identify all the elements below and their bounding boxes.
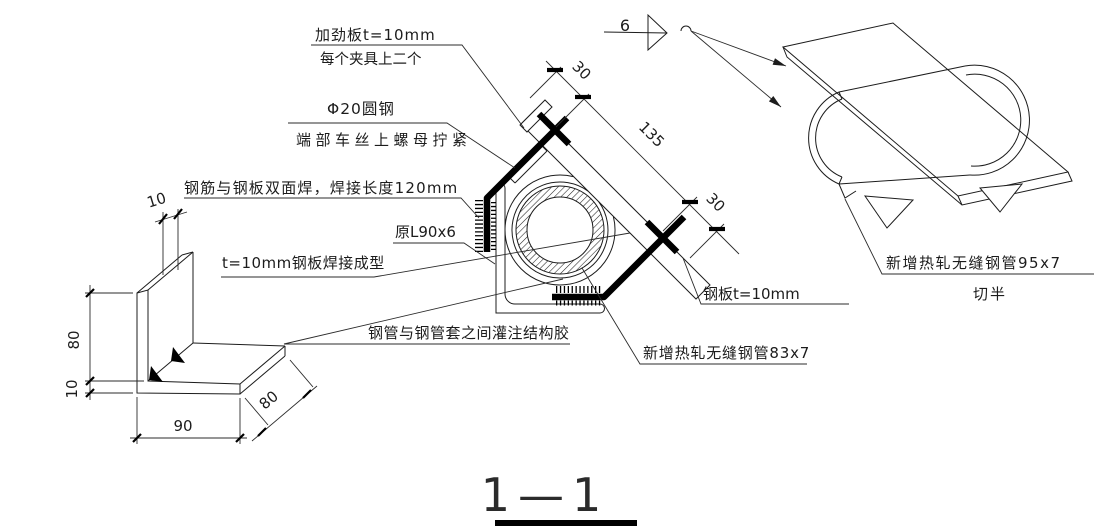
weld-leader-arc (680, 25, 692, 32)
dim-135: 135 (635, 118, 668, 151)
angle-depth-edges (136, 251, 286, 395)
callout-plate-text: 钢板t=10mm (703, 285, 800, 303)
weld-arrowhead-2 (768, 96, 781, 107)
callout-original-angle-text: 原L90x6 (395, 223, 456, 241)
section-title-text: 1—1 (481, 468, 610, 522)
callout-pipe83-text: 新增热轧无缝钢管83x7 (643, 344, 810, 362)
callout-plate: 钢板t=10mm (682, 257, 849, 305)
assembly-plate (781, 22, 1070, 197)
callout-plate-leader (682, 257, 849, 305)
sleeve-end-tab (509, 145, 548, 184)
half-pipe-near-inner-arc (815, 98, 843, 178)
half-pipe-corner-tab (838, 183, 857, 199)
dim-chain-line (545, 60, 740, 255)
callout-rebar-weld: 钢筋与钢板双面焊，焊接长度120mm (184, 179, 480, 219)
stiffener-plate-section (519, 99, 553, 133)
callout-round-bar: Φ20圆钢 端部车丝上螺母拧紧 (288, 100, 516, 169)
angle-isometric-view: 10 80 10 90 (63, 189, 318, 444)
weld-leader-2 (690, 30, 782, 108)
weld-arrowhead-1 (772, 58, 786, 66)
half-pipe-bottom-silhouette (838, 174, 971, 185)
callout-formed-plate-text: t=10mm钢板焊接成型 (222, 254, 385, 272)
dim-10-top: 10 (145, 189, 169, 212)
weld-fillet-back (171, 347, 185, 363)
weld-leader-1 (690, 30, 787, 67)
callout-pipe95-line2: 切半 (973, 285, 1007, 303)
callout-round-bar-leader (288, 122, 516, 169)
callout-adhesive-text: 钢管与钢管套之间灌注结构胶 (368, 324, 570, 342)
callout-adhesive: 钢管与钢管套之间灌注结构胶 (283, 278, 570, 345)
angle-dim-width: 90 (130, 397, 247, 444)
half-pipe-far-inner-arc (965, 73, 1022, 167)
callout-pipe95-leader (844, 198, 1094, 275)
half-pipe-near-outer-arc (808, 91, 840, 185)
half-pipe-saddle (808, 64, 1030, 199)
callout-pipe83: 新增热轧无缝钢管83x7 (581, 267, 810, 365)
fillet-weld-triangle-icon (647, 13, 668, 52)
callout-original-angle-leader (393, 242, 496, 265)
weld-size-text: 6 (620, 16, 630, 35)
angle-dim-top-thickness: 10 (145, 189, 188, 275)
round-bar-lower (552, 214, 687, 301)
dim-10-bottom: 10 (63, 379, 81, 398)
half-pipe-top-silhouette (838, 65, 966, 93)
sleeve-outer-arc (504, 174, 616, 286)
half-pipe-far-outer-arc (964, 64, 1030, 176)
callout-original-angle: 原L90x6 (393, 223, 496, 265)
callout-formed-plate-leader (221, 232, 631, 278)
weld-fillet-front (149, 366, 163, 382)
dim-30-bottom: 30 (702, 189, 728, 215)
dim-80-depth: 80 (256, 387, 282, 413)
round-bar-upper (483, 115, 570, 252)
weld-symbol-line (603, 31, 668, 34)
pipe-inner-circle (526, 196, 594, 264)
callout-round-bar-line1: Φ20圆钢 (327, 100, 395, 118)
section-title: 1—1 (481, 468, 637, 526)
callout-pipe95: 新增热轧无缝钢管95x7 切半 (844, 198, 1094, 303)
nut-mark-lower (644, 219, 680, 255)
dim-90-width: 90 (173, 417, 192, 435)
callout-pipe95-line1: 新增热轧无缝钢管95x7 (886, 254, 1062, 272)
callout-stiffener-line1: 加劲板t=10mm (315, 26, 436, 44)
stiffener-triangle-2 (979, 183, 1024, 213)
assembly-isometric-view (781, 22, 1073, 229)
callout-pipe83-leader (581, 267, 807, 365)
dim-80-height: 80 (65, 330, 83, 349)
section-view: 30 135 30 (475, 57, 740, 314)
angle-dim-depth: 80 (244, 359, 318, 442)
callout-rebar-weld-text: 钢筋与钢板双面焊，焊接长度120mm (184, 179, 458, 197)
assembly-plate-thickness (782, 46, 1073, 206)
section-title-underline (495, 520, 637, 526)
callout-rebar-weld-leader (184, 197, 480, 219)
sleeve-inner-arc (511, 181, 609, 279)
callout-round-bar-line2: 端部车丝上螺母拧紧 (296, 131, 472, 149)
weld-symbol: 6 (603, 13, 787, 108)
dim-ext-2 (555, 93, 590, 128)
callout-stiffener-line2: 每个夹具上二个 (320, 51, 422, 68)
callout-adhesive-leader (283, 278, 570, 345)
callout-stiffener: 加劲板t=10mm 每个夹具上二个 (311, 26, 525, 129)
callout-stiffener-leader (311, 44, 525, 129)
dim-ext-1 (529, 66, 562, 99)
callout-formed-plate: t=10mm钢板焊接成型 (221, 232, 631, 278)
angle-dim-left: 80 10 (63, 285, 144, 400)
dim-30-top: 30 (568, 57, 594, 83)
nut-mark-upper (536, 111, 572, 147)
stiffener-triangle-1 (863, 195, 915, 229)
